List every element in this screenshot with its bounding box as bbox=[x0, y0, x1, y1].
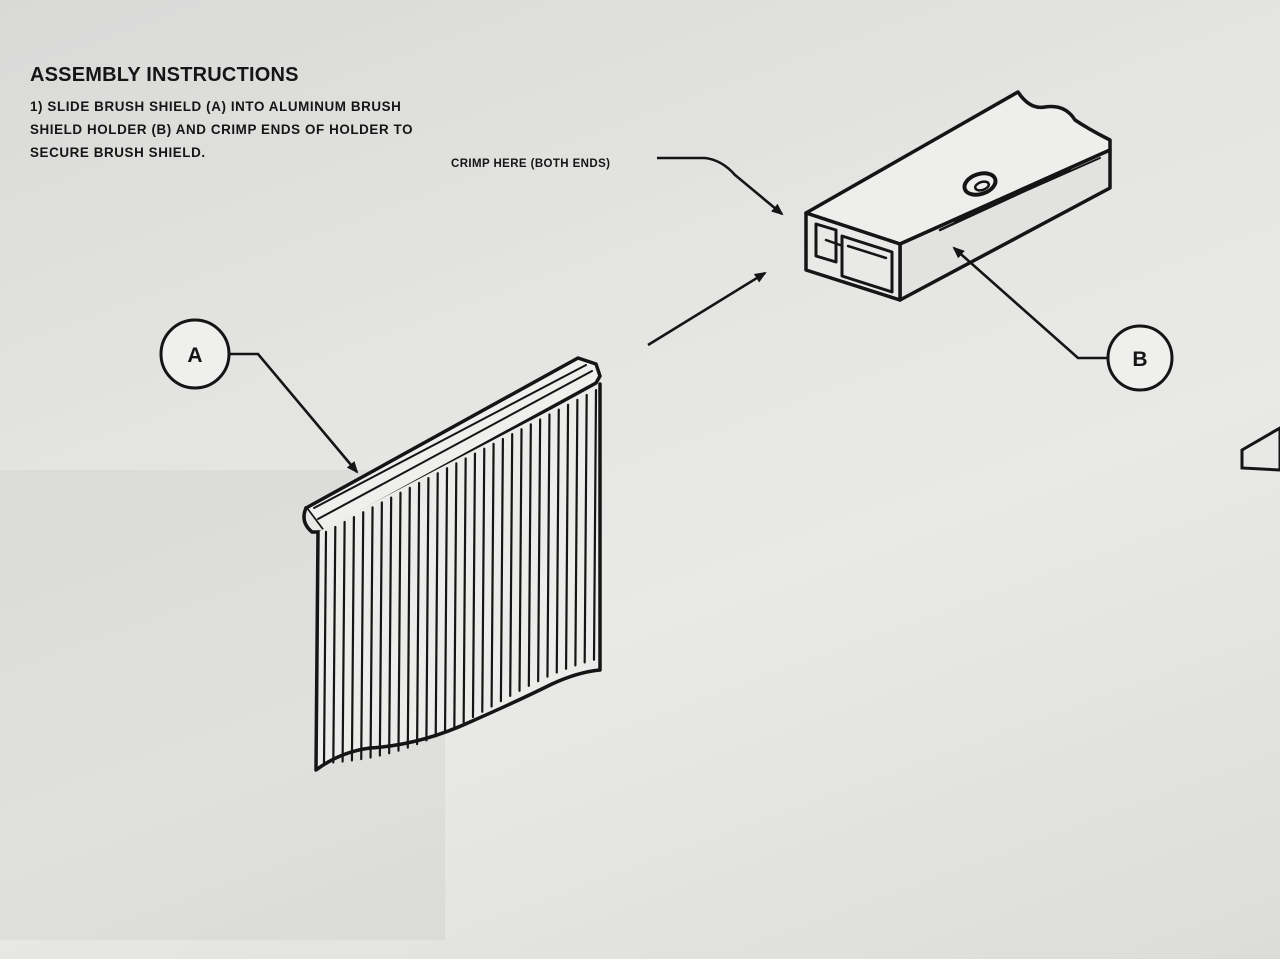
bristle-line bbox=[360, 511, 365, 761]
bristle-line bbox=[537, 418, 542, 683]
bristle-line bbox=[499, 437, 504, 703]
instructions-block: ASSEMBLY INSTRUCTIONS 1) SLIDE BRUSH SHI… bbox=[30, 64, 500, 164]
label-a-badge: A bbox=[159, 318, 231, 390]
bristle-line bbox=[546, 413, 551, 678]
bristle-line bbox=[350, 516, 356, 762]
label-b-leader bbox=[952, 246, 1108, 360]
bristle-line bbox=[555, 408, 560, 674]
brush-shield-icon bbox=[302, 356, 602, 772]
bristle-line bbox=[416, 481, 421, 746]
bristle-line bbox=[322, 530, 328, 765]
bristle-line bbox=[481, 447, 486, 713]
bristle-line bbox=[518, 428, 523, 692]
slide-arrow bbox=[647, 271, 767, 347]
bristle-line bbox=[564, 403, 570, 670]
aluminum-holder-icon bbox=[804, 90, 1112, 302]
bristle-line bbox=[425, 476, 430, 742]
label-a-text: A bbox=[187, 344, 202, 367]
bristle-line bbox=[527, 423, 532, 687]
bristle-line bbox=[378, 501, 383, 757]
bristle-line bbox=[583, 393, 588, 664]
bristle-line bbox=[443, 467, 449, 733]
bristle-line bbox=[388, 496, 393, 755]
bristle-line bbox=[434, 472, 439, 738]
instructions-title: ASSEMBLY INSTRUCTIONS bbox=[30, 64, 299, 86]
bristle-line bbox=[369, 506, 374, 759]
crimp-arrow bbox=[657, 156, 784, 216]
bristle-line bbox=[462, 457, 467, 724]
bristle-line bbox=[574, 398, 579, 667]
partial-part-icon bbox=[1240, 426, 1280, 472]
bristle-line bbox=[592, 388, 598, 661]
bristle-line bbox=[471, 452, 477, 719]
bristle-line bbox=[341, 520, 346, 763]
label-a-leader bbox=[228, 352, 359, 474]
crimp-callout-label: CRIMP HERE (BOTH ENDS) bbox=[451, 158, 610, 170]
label-b-text: B bbox=[1132, 348, 1147, 371]
bristle-line bbox=[406, 486, 411, 749]
bristle-lines bbox=[322, 388, 598, 765]
bristle-line bbox=[453, 462, 458, 729]
bristle-line bbox=[397, 491, 402, 752]
label-b-badge: B bbox=[1106, 324, 1174, 392]
instruction-step-1: 1) SLIDE BRUSH SHIELD (A) INTO ALUMINUM … bbox=[30, 99, 414, 160]
bristle-line bbox=[332, 525, 337, 764]
bristle-line bbox=[490, 442, 495, 708]
bristle-line bbox=[509, 432, 514, 697]
